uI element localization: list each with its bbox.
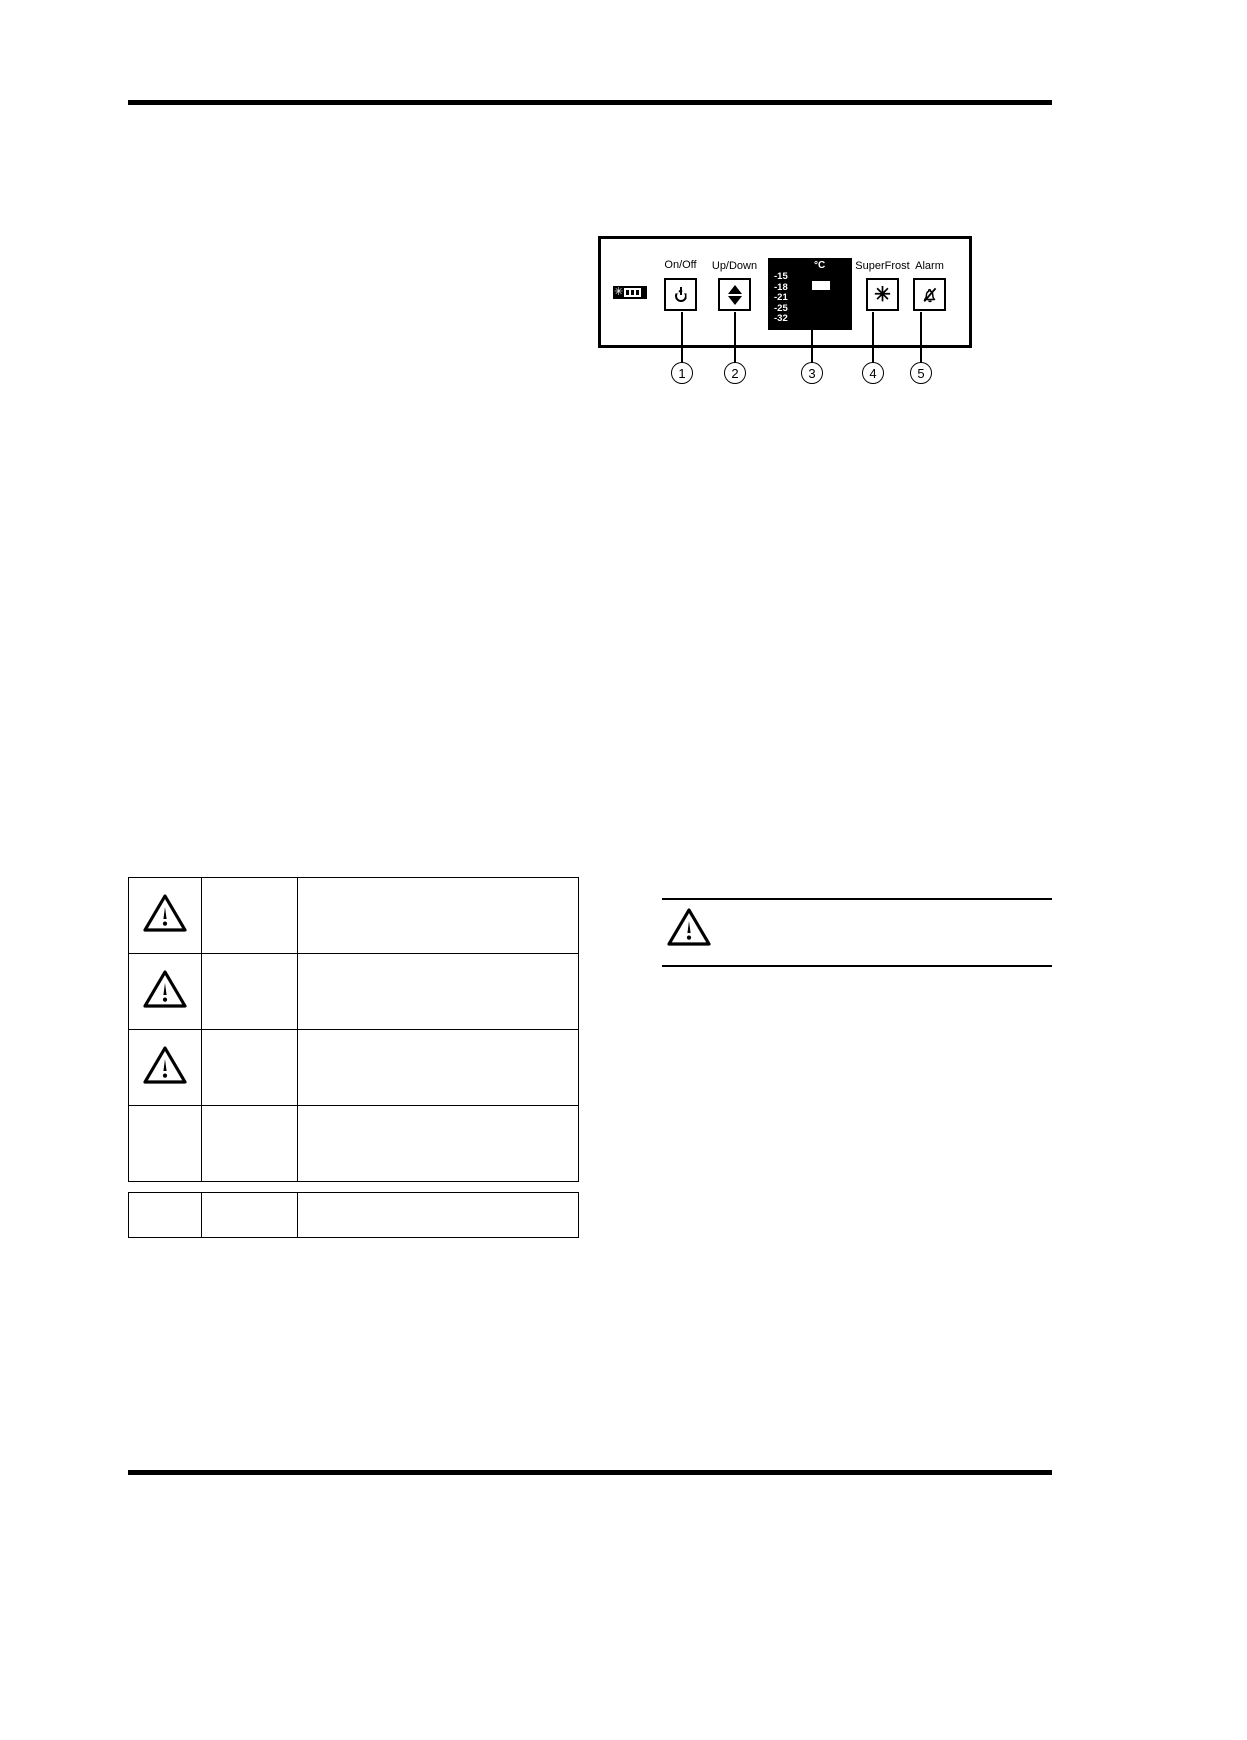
- superfrost-control-group: SuperFrost ✳: [855, 260, 910, 311]
- on-off-control-group: On/Off: [664, 259, 697, 311]
- star-rating-badge: ✳: [613, 286, 647, 299]
- warning-icon-cell: [128, 877, 202, 954]
- signal-word-cell: [200, 1105, 299, 1182]
- header-rule: [128, 100, 1052, 105]
- callout-marker-1: 1: [671, 362, 693, 384]
- warning-text: [298, 1063, 578, 1072]
- table-row: [128, 1105, 579, 1182]
- celsius-unit-label: °C: [814, 260, 826, 271]
- warning-icon-cell: [128, 953, 202, 1030]
- footer-rule: [128, 1470, 1052, 1475]
- temperature-display: °C -15 -18 -21 -25 -32: [768, 258, 852, 330]
- table-row: [128, 877, 579, 954]
- temperature-scale: -15 -18 -21 -25 -32: [774, 271, 788, 325]
- up-down-label: Up/Down: [711, 260, 758, 272]
- warning-text: [298, 987, 578, 996]
- bell-muted-icon: [920, 285, 940, 305]
- signal-word-cell: [200, 953, 299, 1030]
- callout-leader-3: [811, 309, 813, 359]
- warning-text-cell: [297, 1029, 579, 1106]
- warning-icon-cell: [128, 1029, 202, 1106]
- table-row: [128, 1192, 579, 1238]
- warning-text-cell: [297, 953, 579, 1030]
- signal-word: [202, 1139, 298, 1148]
- warning-triangle-icon: [142, 969, 188, 1009]
- control-panel-figure: ✳ On/Off Up/Down °C: [598, 236, 972, 348]
- callout-leader-4: [872, 312, 874, 359]
- callout-stem-4: [872, 349, 874, 369]
- callout-leader-1: [681, 312, 683, 359]
- table-row: [128, 1029, 579, 1106]
- warning-triangle-icon: [142, 893, 188, 933]
- alarm-control-group: Alarm: [913, 260, 946, 311]
- on-off-label: On/Off: [664, 259, 697, 271]
- safety-note-table: [128, 1192, 579, 1238]
- callout-number: 5: [917, 365, 925, 381]
- signal-word-cell: [200, 877, 299, 954]
- callout-number: 3: [808, 365, 816, 381]
- signal-word: [202, 911, 298, 920]
- scale-value: -21: [774, 292, 788, 303]
- table-row: [128, 953, 579, 1030]
- signal-word: [202, 1063, 298, 1072]
- note-text-cell: [297, 1192, 579, 1238]
- scale-value: -15: [774, 271, 788, 282]
- callout-marker-4: 4: [862, 362, 884, 384]
- warning-triangle-icon: [142, 1045, 188, 1085]
- callout-stem-2: [734, 349, 736, 369]
- on-off-button[interactable]: [664, 278, 697, 311]
- callout-marker-3: 3: [801, 362, 823, 384]
- note-rule-top: [662, 898, 1052, 900]
- callout-leader-2: [734, 312, 736, 359]
- note-icon-cell: [128, 1192, 202, 1238]
- note-signal-cell: [200, 1192, 299, 1238]
- scale-value: -18: [774, 281, 788, 293]
- warning-text-cell: [297, 1105, 579, 1182]
- up-down-arrows-icon: [727, 284, 742, 305]
- snowflake-icon: ✳: [874, 283, 891, 306]
- scale-value: -32: [774, 313, 788, 324]
- warning-text-cell: [297, 877, 579, 954]
- safety-warning-table: [128, 877, 579, 1182]
- signal-word: [202, 987, 298, 996]
- warning-text: [298, 911, 578, 920]
- callout-number: 1: [678, 365, 686, 381]
- warning-icon-cell: [128, 1105, 202, 1182]
- callout-marker-5: 5: [910, 362, 932, 384]
- superfrost-button[interactable]: ✳: [866, 278, 899, 311]
- alarm-button[interactable]: [913, 278, 946, 311]
- scale-value: -25: [774, 302, 788, 314]
- power-icon: [674, 287, 688, 302]
- up-down-button[interactable]: [718, 278, 751, 311]
- note-rule-bottom: [662, 965, 1052, 967]
- snowflake-star-icon: ✳: [614, 286, 624, 298]
- callout-number: 2: [731, 365, 739, 381]
- badge-segments: [624, 288, 642, 297]
- signal-word-cell: [200, 1029, 299, 1106]
- superfrost-label: SuperFrost: [855, 260, 910, 272]
- temperature-indicator-bar: [812, 281, 830, 290]
- alarm-label: Alarm: [915, 260, 944, 272]
- warning-text: [298, 1139, 578, 1148]
- callout-number: 4: [869, 365, 877, 381]
- callout-leader-5: [920, 312, 922, 359]
- callout-stem-1: [681, 349, 683, 369]
- warning-triangle-icon: [666, 907, 712, 947]
- up-down-control-group: Up/Down: [712, 260, 757, 311]
- callout-stem-3: [811, 349, 813, 369]
- callout-marker-2: 2: [724, 362, 746, 384]
- callout-stem-5: [920, 349, 922, 369]
